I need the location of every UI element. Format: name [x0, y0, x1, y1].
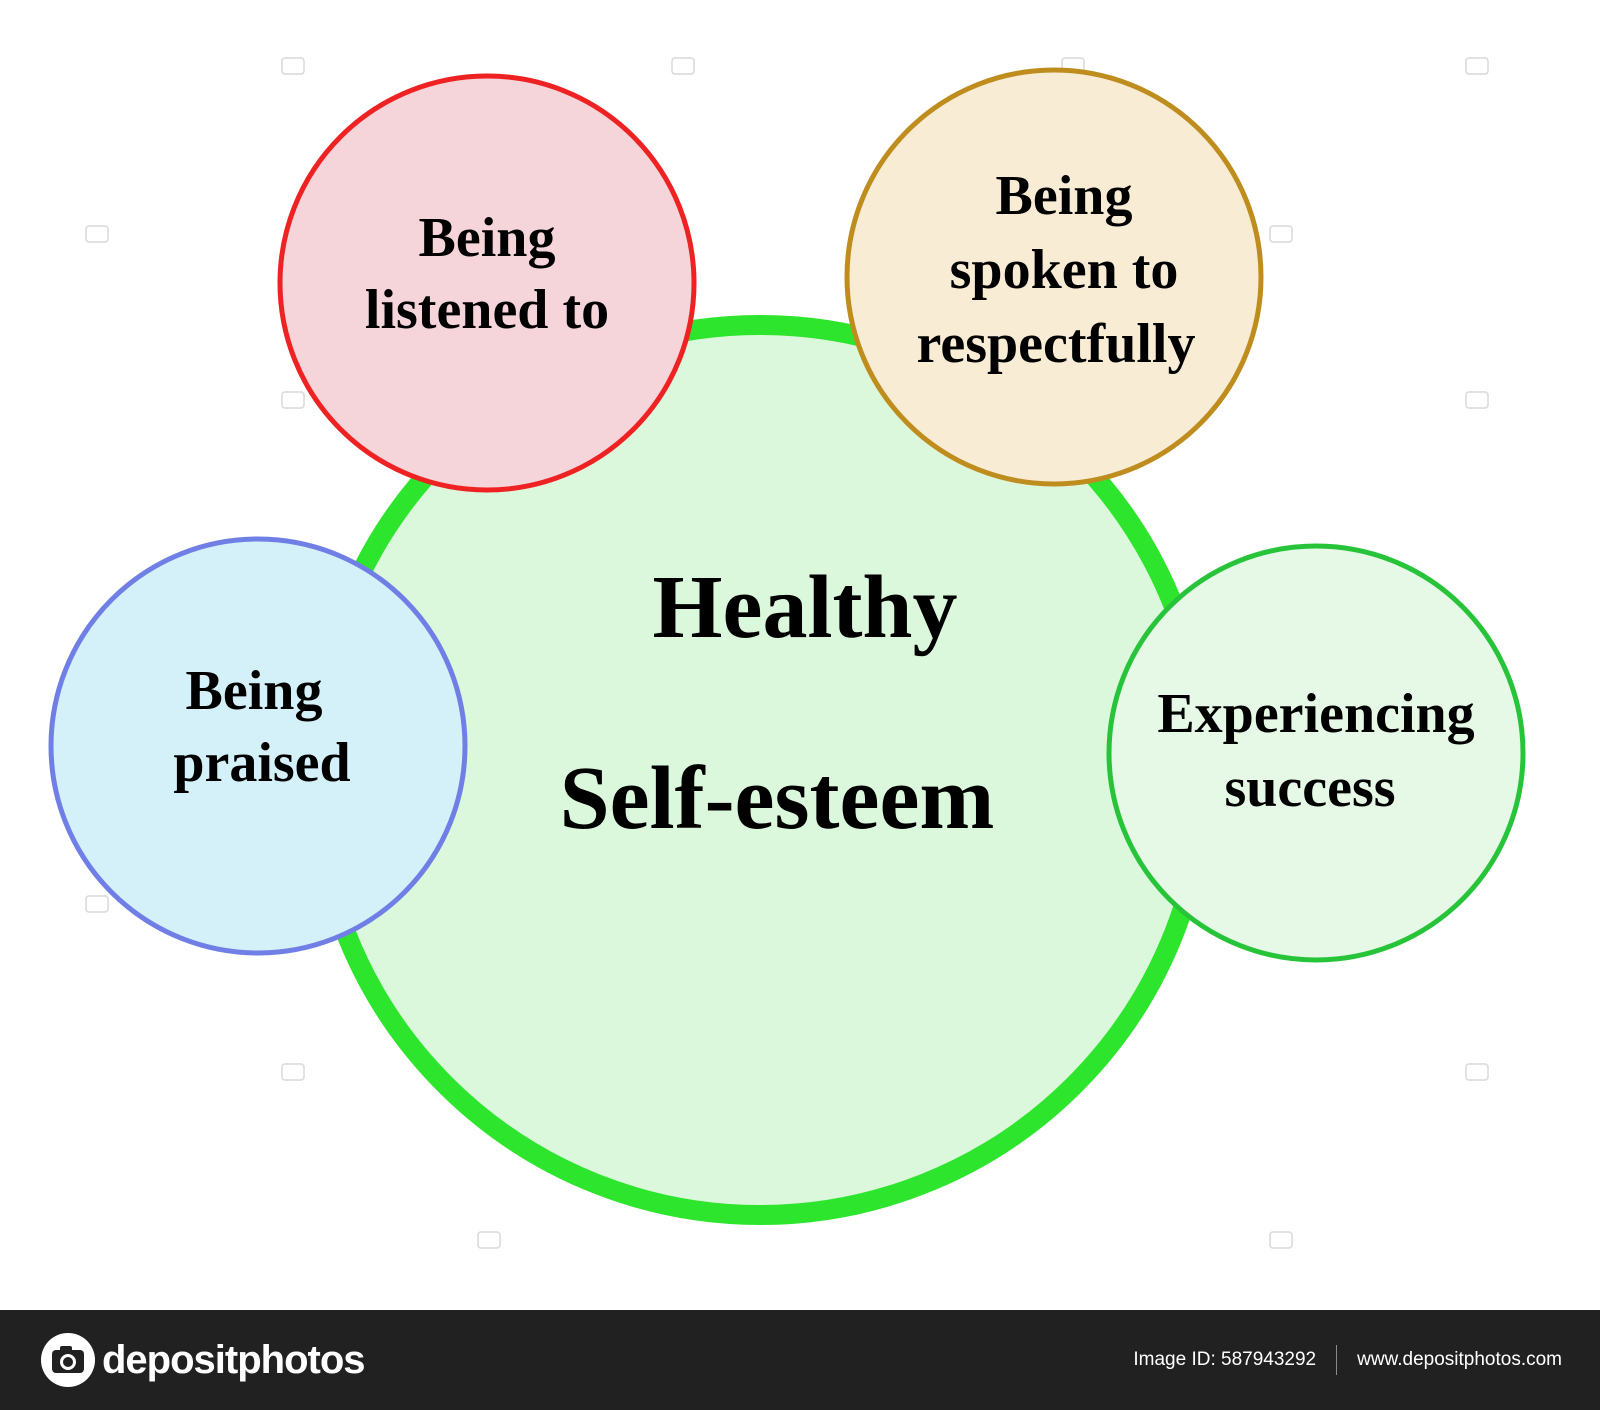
node-label-line: Being: [996, 165, 1133, 227]
center-label-line-1: Healthy: [653, 558, 958, 657]
node-circle: [844, 67, 1264, 487]
footer-info: Image ID: 587943292 www.depositphotos.co…: [1133, 1345, 1562, 1375]
node-being-praised: Being praised: [48, 536, 468, 956]
node-label-line: Experiencing: [1157, 683, 1474, 745]
self-esteem-diagram: Healthy Self-esteem Being listened to Be…: [48, 57, 1526, 1249]
brand-logo[interactable]: depositphotos: [40, 1332, 366, 1388]
node-label-line: Being: [186, 660, 323, 722]
node-label-line: spoken to: [950, 239, 1179, 301]
node-experiencing-success: Experiencing success: [1106, 543, 1526, 963]
brand-name: depositphotos: [102, 1337, 366, 1382]
node-label-line: respectfully: [917, 313, 1196, 375]
node-circle: [48, 536, 468, 956]
node-being-listened-to: Being listened to: [277, 73, 697, 493]
node-label-line: success: [1224, 757, 1395, 819]
camera-logo-icon: [41, 1333, 95, 1387]
node-label-line: listened to: [365, 279, 609, 341]
node-label-line: praised: [173, 732, 350, 794]
footer-bar: depositphotos Image ID: 587943292 www.de…: [0, 1310, 1600, 1410]
website-link[interactable]: www.depositphotos.com: [1357, 1349, 1562, 1370]
node-being-spoken-to-respectfully: Being spoken to respectfully: [844, 67, 1264, 487]
node-label-line: Being: [419, 207, 556, 269]
node-circle: [277, 73, 697, 493]
node-circle: [1106, 543, 1526, 963]
center-label-line-2: Self-esteem: [560, 749, 995, 848]
footer-divider: [1336, 1345, 1338, 1375]
image-id: Image ID: 587943292: [1133, 1349, 1317, 1370]
